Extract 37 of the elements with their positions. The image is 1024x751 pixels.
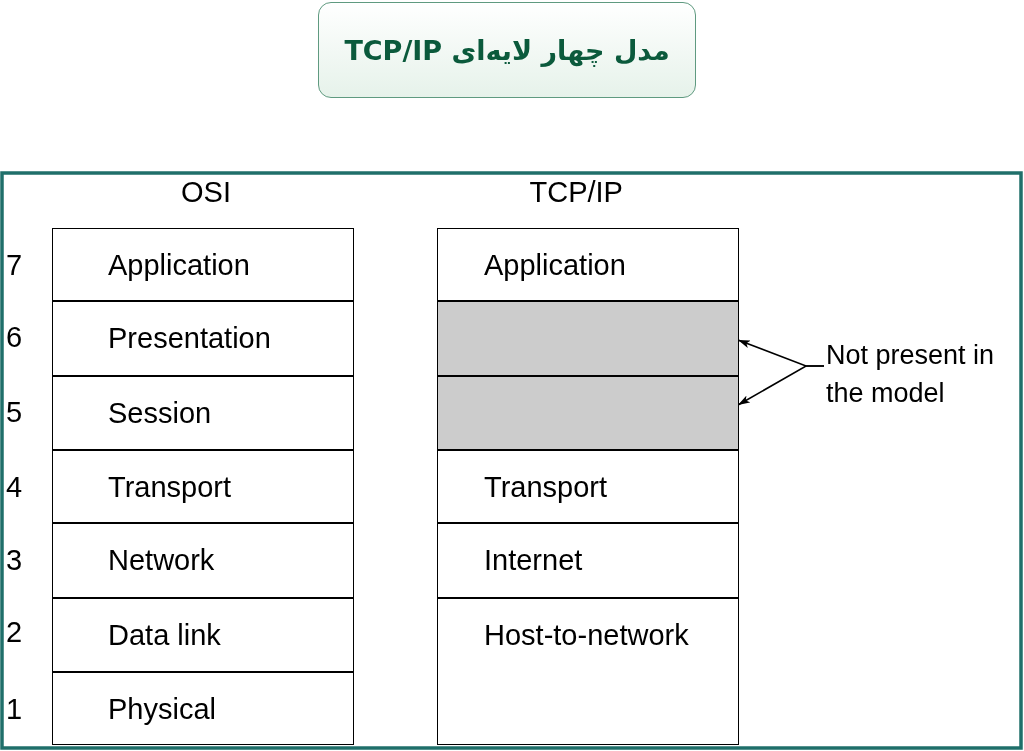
layer-name: Presentation (108, 324, 271, 353)
layer-number: 6 (6, 322, 23, 352)
layer-name: Application (484, 251, 626, 280)
layer-name: Application (108, 251, 250, 280)
note-text: Not present in the model (826, 336, 1004, 412)
layer-cell (437, 228, 739, 301)
layer-cell (52, 523, 354, 598)
layer-name: Data link (108, 621, 221, 650)
layer-name: Network (108, 546, 215, 575)
layer-cell (52, 450, 354, 523)
empty-layer-cell (437, 301, 739, 376)
layer-cell (52, 228, 354, 301)
layer-number: 5 (6, 397, 23, 427)
empty-layer-cell (437, 376, 739, 450)
title-box (318, 2, 696, 98)
layer-cell (437, 523, 739, 598)
arrow (737, 365, 825, 406)
layer-number: 7 (6, 250, 23, 280)
layer-cell (52, 598, 354, 672)
title-text: مدل چهار لایه‌ای TCP/IP (344, 34, 670, 66)
layer-number: 2 (6, 617, 23, 647)
layer-cell (52, 672, 354, 745)
layer-name: Host-to-network (484, 621, 689, 650)
layer-cell (437, 450, 739, 523)
layer-name: Transport (484, 473, 608, 502)
layer-name: Physical (108, 695, 216, 724)
layer-cell (52, 301, 354, 376)
layer-cell (437, 598, 739, 745)
layer-name: Session (108, 399, 212, 428)
layer-cell (52, 376, 354, 450)
layer-number: 4 (6, 472, 23, 502)
layer-name: Internet (484, 546, 583, 575)
layer-number: 3 (6, 545, 23, 575)
column-heading: TCP/IP (529, 177, 623, 207)
column-heading: OSI (181, 177, 231, 207)
layer-name: Transport (108, 473, 232, 502)
layer-number: 1 (6, 694, 23, 724)
